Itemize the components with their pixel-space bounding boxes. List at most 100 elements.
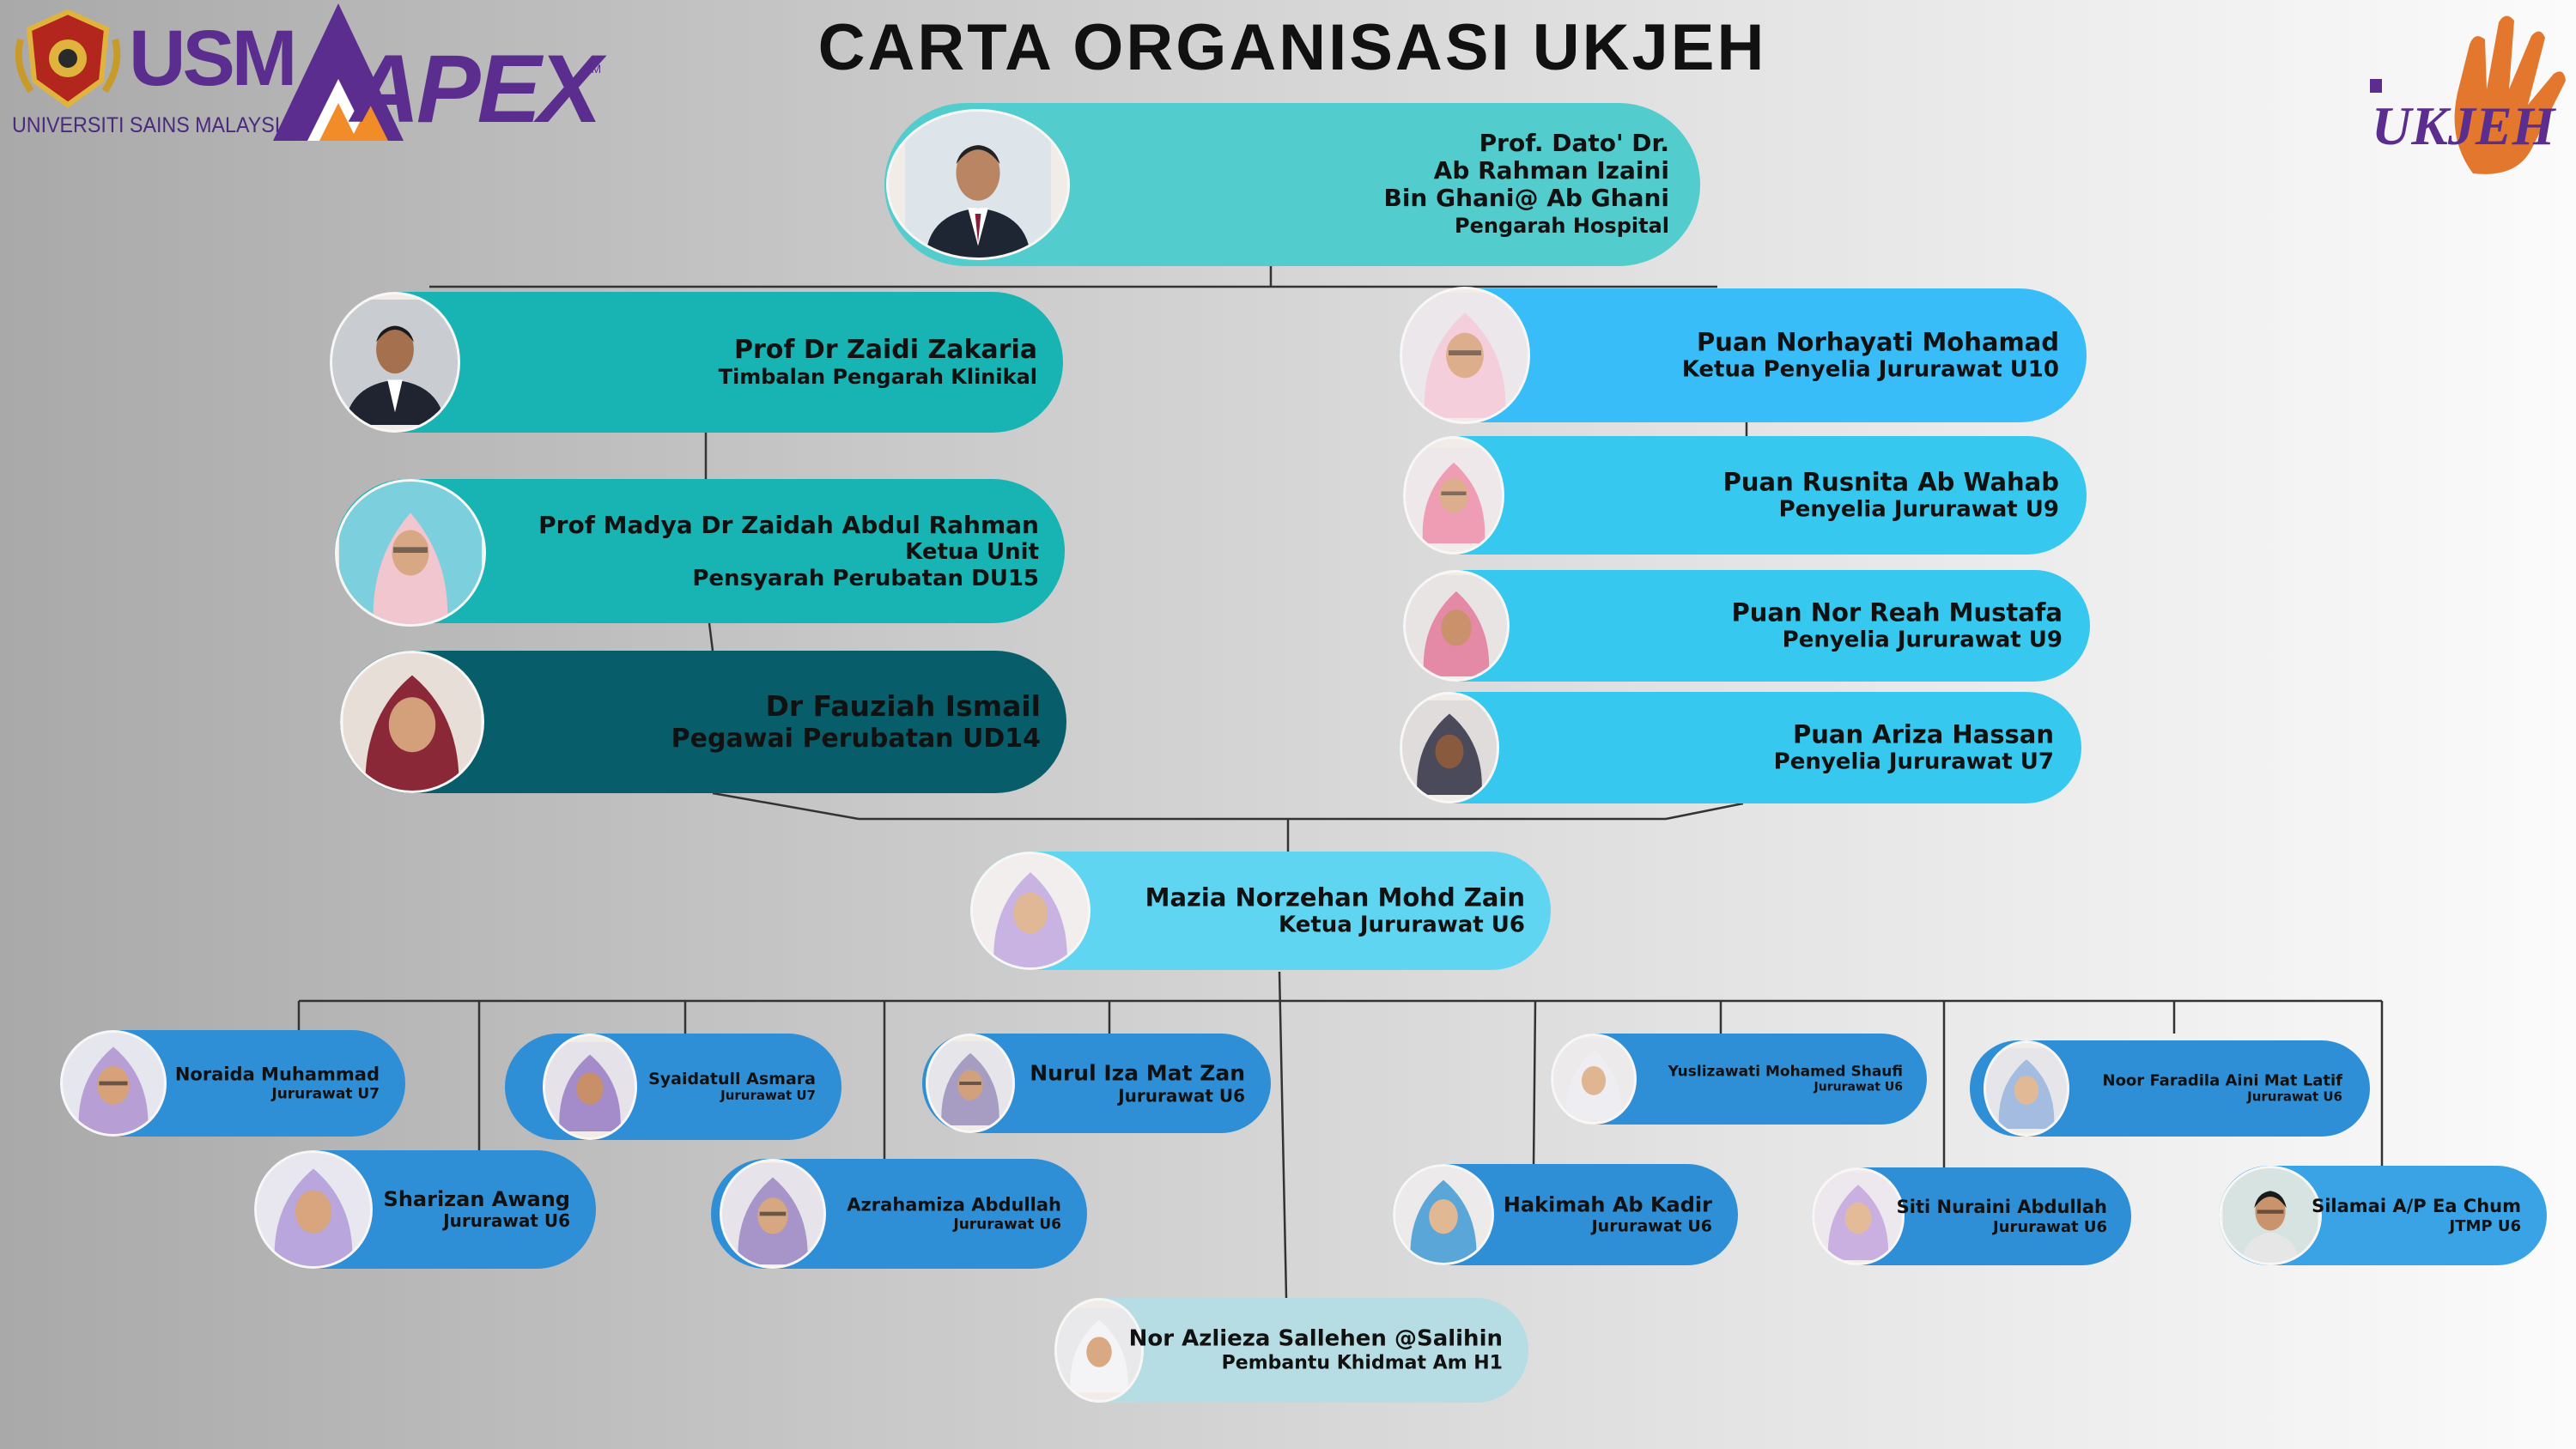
photo-head-supervisor <box>1400 287 1530 424</box>
card-staff-noor-faradila[interactable]: Noor Faradila Aini Mat Latif Jururawat U… <box>1970 1040 2370 1137</box>
photo-staff-yuslizawati <box>1551 1034 1637 1125</box>
ukjeh-logo-text: UKJEH <box>2372 95 2555 156</box>
card-staff-nurul-iza[interactable]: Nurul Iza Mat Zan Jururawat U6 <box>922 1034 1271 1133</box>
director-name-line-2: Ab Rahman Izaini <box>1433 156 1669 185</box>
deputy-name: Prof Dr Zaidi Zakaria <box>733 335 1037 366</box>
person-avatar-icon <box>1057 1308 1141 1392</box>
staff-hakimah-name: Hakimah Ab Kadir <box>1503 1192 1712 1217</box>
card-head-nurse[interactable]: Mazia Norzehan Mohd Zain Ketua Jururawat… <box>970 852 1551 970</box>
photo-staff-nor-azlieza <box>1054 1298 1144 1403</box>
apex-logo: APEX TM <box>268 0 611 146</box>
staff-silamai-name: Silamai A/P Ea Chum <box>2312 1196 2521 1216</box>
head-supervisor-role: Ketua Penyelia Jururawat U10 <box>1681 356 2059 383</box>
card-staff-sharizan[interactable]: Sharizan Awang Jururawat U6 <box>254 1150 596 1269</box>
card-staff-silamai[interactable]: Silamai A/P Ea Chum JTMP U6 <box>2219 1166 2547 1265</box>
person-avatar-icon <box>2223 1168 2318 1263</box>
medical-officer-role: Pegawai Perubatan UD14 <box>671 723 1041 754</box>
head-supervisor-name: Puan Norhayati Mohamad <box>1697 327 2059 357</box>
card-supervisor-nor-reah[interactable]: Puan Nor Reah Mustafa Penyelia Jururawat… <box>1403 570 2090 682</box>
person-avatar-icon <box>722 1163 823 1264</box>
card-head-unit[interactable]: Prof Madya Dr Zaidah Abdul Rahman Ketua … <box>335 479 1065 627</box>
apex-logo-text: APEX <box>350 35 602 142</box>
person-avatar-icon <box>1814 1173 1902 1260</box>
photo-head-nurse <box>970 852 1091 970</box>
staff-syaidatull-name: Syaidatull Asmara <box>648 1069 816 1088</box>
card-supervisor-rusnita[interactable]: Puan Rusnita Ab Wahab Penyelia Jururawat… <box>1403 436 2087 555</box>
apex-tm: TM <box>584 62 602 76</box>
supervisor-nor-reah-role: Penyelia Jururawat U9 <box>1782 627 2063 653</box>
person-avatar-icon <box>1986 1048 2067 1129</box>
staff-siti-nuraini-name: Siti Nuraini Abdullah <box>1896 1197 2107 1217</box>
photo-staff-syaidatull <box>543 1034 637 1140</box>
card-staff-syaidatull[interactable]: Syaidatull Asmara Jururawat U7 <box>505 1034 841 1140</box>
photo-director <box>886 109 1070 260</box>
person-avatar-icon <box>257 1153 370 1266</box>
card-director[interactable]: Prof. Dato' Dr. Ab Rahman Izaini Bin Gha… <box>884 103 1700 266</box>
person-avatar-icon <box>1395 1167 1492 1263</box>
supervisor-rusnita-name: Puan Rusnita Ab Wahab <box>1722 467 2059 497</box>
photo-deputy <box>330 292 460 433</box>
photo-staff-sharizan <box>254 1150 373 1269</box>
staff-nurul-iza-role: Jururawat U6 <box>1118 1084 1245 1106</box>
staff-siti-nuraini-role: Jururawat U6 <box>1992 1217 2107 1236</box>
staff-nor-azlieza-name: Nor Azlieza Sallehen @Salihin <box>1128 1325 1503 1352</box>
staff-sharizan-role: Jururawat U6 <box>443 1210 570 1232</box>
photo-supervisor-nor-reah <box>1403 570 1510 682</box>
photo-head-unit <box>335 479 486 627</box>
person-avatar-icon <box>928 1041 1012 1125</box>
usm-crest-logo <box>12 5 124 112</box>
supervisor-rusnita-role: Penyelia Jururawat U9 <box>1778 496 2059 523</box>
staff-sharizan-name: Sharizan Awang <box>383 1187 570 1212</box>
head-nurse-role: Ketua Jururawat U6 <box>1279 912 1525 938</box>
card-staff-azrahamiza[interactable]: Azrahamiza Abdullah Jururawat U6 <box>711 1159 1087 1269</box>
director-name-line-1: Prof. Dato' Dr. <box>1479 129 1669 157</box>
staff-yuslizawati-role: Jururawat U6 <box>1814 1080 1903 1094</box>
photo-staff-hakimah <box>1393 1164 1494 1265</box>
staff-azrahamiza-role: Jururawat U6 <box>953 1216 1061 1234</box>
supervisor-ariza-name: Puan Ariza Hassan <box>1792 719 2054 749</box>
photo-supervisor-ariza <box>1400 692 1499 803</box>
person-avatar-icon <box>332 300 458 425</box>
deputy-role: Timbalan Pengarah Klinikal <box>718 365 1037 390</box>
head-unit-name: Prof Madya Dr Zaidah Abdul Rahman <box>538 510 1039 539</box>
photo-staff-noor-faradila <box>1984 1040 2069 1137</box>
card-supervisor-ariza[interactable]: Puan Ariza Hassan Penyelia Jururawat U7 <box>1400 692 2081 803</box>
photo-staff-silamai <box>2219 1166 2322 1265</box>
person-avatar-icon <box>343 653 481 791</box>
person-avatar-icon <box>545 1042 635 1131</box>
medical-officer-name: Dr Fauziah Ismail <box>765 688 1042 723</box>
photo-staff-noraida <box>60 1030 167 1137</box>
card-staff-siti-nuraini[interactable]: Siti Nuraini Abdullah Jururawat U6 <box>1812 1167 2131 1265</box>
card-staff-hakimah[interactable]: Hakimah Ab Kadir Jururawat U6 <box>1393 1164 1738 1265</box>
photo-staff-azrahamiza <box>720 1159 826 1269</box>
staff-hakimah-role: Jururawat U6 <box>1591 1216 1712 1236</box>
staff-azrahamiza-name: Azrahamiza Abdullah <box>847 1194 1061 1216</box>
chart-title: CARTA ORGANISASI UKJEH <box>817 11 1767 84</box>
card-medical-officer[interactable]: Dr Fauziah Ismail Pegawai Perubatan UD14 <box>340 651 1066 793</box>
person-avatar-icon <box>1406 575 1507 676</box>
staff-nurul-iza-name: Nurul Iza Mat Zan <box>1030 1060 1245 1086</box>
card-staff-yuslizawati[interactable]: Yuslizawati Mohamed Shaufi Jururawat U6 <box>1551 1034 1927 1125</box>
card-deputy[interactable]: Prof Dr Zaidi Zakaria Timbalan Pengarah … <box>330 292 1063 433</box>
staff-noor-faradila-role: Jururawat U6 <box>2247 1088 2342 1105</box>
staff-noor-faradila-name: Noor Faradila Aini Mat Latif <box>2102 1071 2343 1090</box>
person-avatar-icon <box>339 482 482 624</box>
supervisor-nor-reah-name: Puan Nor Reah Mustafa <box>1731 597 2063 627</box>
staff-silamai-role: JTMP U6 <box>2449 1216 2522 1235</box>
head-nurse-name: Mazia Norzehan Mohd Zain <box>1145 882 1525 912</box>
ukjeh-logo: UKJEH <box>2361 10 2567 191</box>
person-avatar-icon <box>905 112 1051 258</box>
person-avatar-icon <box>1402 700 1497 795</box>
person-avatar-icon <box>974 854 1087 967</box>
card-staff-nor-azlieza[interactable]: Nor Azlieza Sallehen @Salihin Pembantu K… <box>1054 1298 1528 1403</box>
photo-supervisor-rusnita <box>1403 436 1504 555</box>
staff-syaidatull-role: Jururawat U7 <box>720 1088 816 1104</box>
person-avatar-icon <box>1553 1039 1634 1119</box>
photo-staff-siti-nuraini <box>1812 1167 1905 1265</box>
card-head-supervisor[interactable]: Puan Norhayati Mohamad Ketua Penyelia Ju… <box>1400 287 2087 424</box>
staff-noraida-name: Noraida Muhammad <box>174 1064 380 1085</box>
card-staff-noraida[interactable]: Noraida Muhammad Jururawat U7 <box>60 1030 405 1137</box>
staff-nor-azlieza-role: Pembantu Khidmat Am H1 <box>1221 1352 1503 1374</box>
head-unit-role-1: Ketua Unit <box>905 538 1039 565</box>
